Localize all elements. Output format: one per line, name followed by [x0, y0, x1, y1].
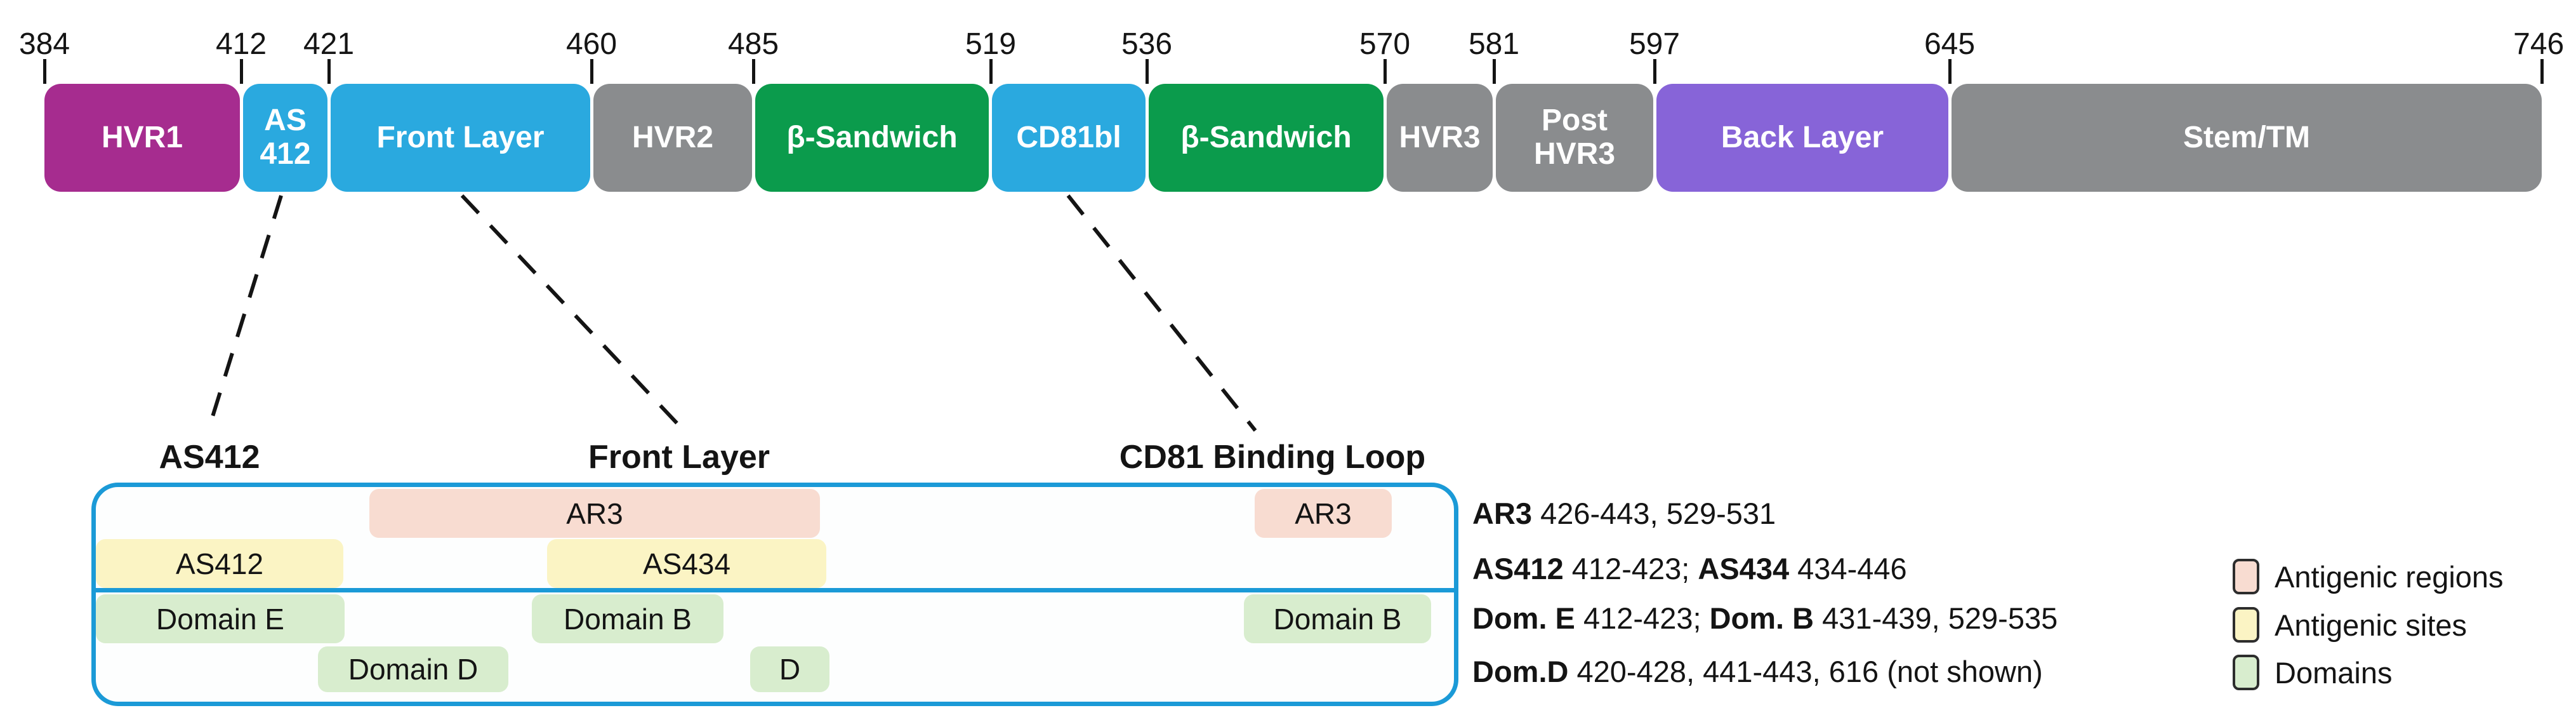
annotation-range: 426-443, 529-531 [1532, 497, 1776, 530]
segment-label: AS 412 [260, 104, 311, 171]
tick-mark [2540, 59, 2544, 84]
annotation-range: 412-423; [1575, 601, 1710, 635]
annotation-as412-as434: AS412 412-423; AS434 434-446 [1472, 551, 1907, 587]
legend-swatch-domain-icon [2233, 655, 2259, 690]
tick-label: 421 [303, 27, 355, 61]
tick-label: 460 [565, 27, 618, 61]
block-label: D [779, 653, 801, 686]
tick-mark [43, 59, 46, 84]
block-domain-e: Domain E [96, 594, 345, 643]
annotation-range: 412-423; [1563, 552, 1698, 585]
block-domain-b-cd81: Domain B [1244, 594, 1431, 643]
segment-post-hvr3: Post HVR3 [1496, 84, 1653, 192]
legend-row-antigenic-regions: Antigenic regions [2233, 558, 2504, 595]
tick-mark [240, 59, 243, 84]
legend-row-domains: Domains [2233, 654, 2392, 691]
tick-mark [989, 59, 993, 84]
segment-cd81bl: CD81bl [992, 84, 1146, 192]
annotation-name: AS412 [1472, 552, 1564, 585]
legend-swatch-region-icon [2233, 559, 2259, 594]
tick-label: 746 [2513, 27, 2565, 61]
annotation-range: 431-439, 529-535 [1814, 601, 2058, 635]
segment-label: HVR1 [101, 120, 183, 154]
connector-as412 [208, 195, 283, 427]
legend-label: Antigenic sites [2275, 608, 2467, 642]
annotation-range: 434-446 [1789, 552, 1907, 585]
legend-label: Antigenic regions [2275, 559, 2504, 594]
connector-front-layer [460, 194, 681, 427]
tick-mark [1948, 59, 1952, 84]
segment-label: Back Layer [1721, 120, 1884, 154]
annotation-name: AR3 [1472, 497, 1533, 530]
segment-label: CD81bl [1016, 120, 1121, 154]
tick-mark [1384, 59, 1387, 84]
block-label: Domain D [348, 653, 479, 686]
block-label: Domain E [156, 602, 284, 636]
annotation-name: AS434 [1698, 552, 1790, 585]
section-header-as412: AS412 [159, 439, 260, 476]
tick-label: 597 [1628, 27, 1681, 61]
block-d: D [750, 646, 829, 692]
segment-hvr1: HVR1 [44, 84, 240, 192]
annotation-dom-d: Dom.D 420-428, 441-443, 616 (not shown) [1472, 654, 2043, 690]
tick-label: 645 [1924, 27, 1976, 61]
tick-mark [590, 59, 593, 84]
segment-as412: AS 412 [243, 84, 327, 192]
block-ar3-cd81: AR3 [1255, 489, 1392, 538]
legend-row-antigenic-sites: Antigenic sites [2233, 606, 2467, 643]
block-domain-d: Domain D [318, 646, 508, 692]
section-header-front-layer: Front Layer [588, 439, 770, 476]
tick-label: 412 [215, 27, 267, 61]
block-label: AR3 [1295, 497, 1352, 530]
tick-mark [1653, 59, 1656, 84]
segment-label: Front Layer [376, 120, 545, 154]
segment-front-layer: Front Layer [331, 84, 590, 192]
tick-mark [327, 59, 331, 84]
connector-cd81bl [1066, 194, 1257, 432]
legend-label: Domains [2275, 655, 2393, 690]
annotation-name: Dom. E [1472, 601, 1575, 635]
block-ar3-front: AR3 [369, 489, 820, 538]
tick-label: 485 [727, 27, 779, 61]
block-label: Domain B [1273, 602, 1402, 636]
segment-label: HVR3 [1399, 120, 1481, 154]
tick-mark [1493, 59, 1496, 84]
tick-label: 536 [1121, 27, 1173, 61]
zoom-box-divider-line [91, 588, 1458, 592]
segment-label: β-Sandwich [1180, 120, 1352, 154]
block-domain-b-front: Domain B [532, 594, 723, 643]
segment-label: HVR2 [631, 120, 714, 154]
annotation-range: 420-428, 441-443, 616 (not shown) [1568, 655, 2043, 688]
tick-mark [752, 59, 755, 84]
block-label: Domain B [564, 602, 692, 636]
segment-label: Post HVR3 [1533, 104, 1616, 171]
segment-stem-tm: Stem/TM [1952, 84, 2542, 192]
annotation-dom-e-dom-b: Dom. E 412-423; Dom. B 431-439, 529-535 [1472, 601, 2057, 636]
tick-mark [1146, 59, 1149, 84]
segment-hvr2: HVR2 [593, 84, 752, 192]
tick-label: 570 [1359, 27, 1411, 61]
tick-label: 384 [18, 27, 70, 61]
block-label: AS434 [642, 547, 731, 580]
annotation-name: Dom. B [1709, 601, 1814, 635]
block-as434: AS434 [547, 539, 826, 588]
segment-label: Stem/TM [2183, 120, 2310, 154]
segment-beta-sandwich-1: β-Sandwich [755, 84, 989, 192]
block-label: AS412 [175, 547, 264, 580]
tick-label: 519 [965, 27, 1017, 61]
segment-label: β-Sandwich [786, 120, 958, 154]
block-as412: AS412 [96, 539, 343, 588]
annotation-ar3: AR3 426-443, 529-531 [1472, 496, 1776, 531]
annotation-name: Dom.D [1472, 655, 1569, 688]
segment-hvr3: HVR3 [1387, 84, 1493, 192]
tick-label: 581 [1468, 27, 1520, 61]
segment-back-layer: Back Layer [1656, 84, 1948, 192]
legend-swatch-site-icon [2233, 607, 2259, 643]
section-header-cd81-loop: CD81 Binding Loop [1119, 439, 1426, 476]
block-label: AR3 [566, 497, 623, 530]
segment-beta-sandwich-2: β-Sandwich [1149, 84, 1384, 192]
